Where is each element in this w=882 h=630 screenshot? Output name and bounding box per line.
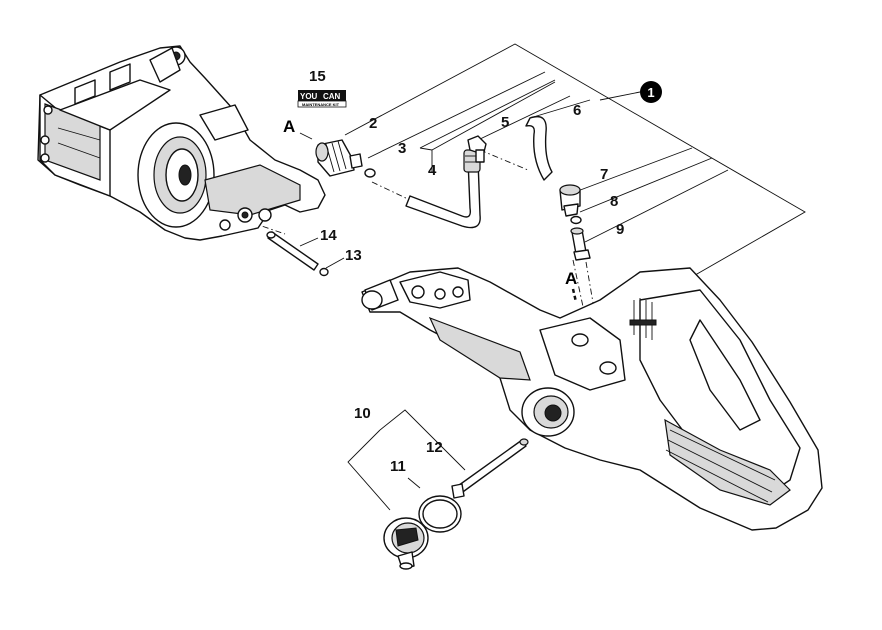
part-fuel-filter: [299, 132, 363, 177]
main-housing: [361, 267, 823, 531]
part-number-6: 6: [573, 102, 581, 119]
part-fuel-line: [405, 149, 481, 229]
part-oil-cap: [383, 517, 429, 570]
part-o-ring-3: [364, 168, 376, 178]
reference-markers: A A: [283, 117, 577, 303]
leader-lines: [299, 43, 806, 511]
part-pin: [266, 231, 319, 271]
part-oil-hose: [525, 115, 553, 181]
part-oil-pickup: [559, 184, 581, 217]
part-number-8: 8: [610, 193, 618, 210]
part-bushing: [570, 227, 591, 261]
part-number-9: 9: [616, 221, 624, 238]
part-o-ring-8: [570, 215, 582, 225]
kit-badge-bottom: CAN: [323, 92, 341, 101]
part-o-ring-11-inner: [422, 499, 458, 529]
part-number-10: 10: [354, 405, 371, 422]
part-number-labels: 15 2 3 4 5 6 7 8 9 14 13 10 12 11: [309, 68, 624, 475]
part-number-2: 2: [369, 115, 377, 132]
part-number-14: 14: [320, 227, 337, 244]
part-adjusting-screw: [451, 438, 529, 499]
part-o-ring-13: [319, 267, 329, 277]
callout-marker-1: 1: [640, 81, 662, 103]
part-number-7: 7: [600, 166, 608, 183]
crankcase-housing: [37, 45, 326, 241]
part-number-5: 5: [501, 114, 509, 131]
part-number-15: 15: [309, 68, 326, 85]
part-number-13: 13: [345, 247, 362, 264]
maintenance-kit-badge: YOU CAN MAINTENANCE KIT: [297, 90, 347, 108]
part-elbow-fitting: [467, 135, 487, 163]
part-number-11: 11: [390, 458, 406, 475]
part-number-3: 3: [398, 140, 406, 157]
part-number-12: 12: [426, 439, 443, 456]
kit-badge-subtitle: MAINTENANCE KIT: [302, 102, 340, 107]
kit-badge-top: YOU: [300, 92, 318, 101]
svg-text:1: 1: [647, 85, 654, 100]
wiring-bundle: [629, 298, 657, 340]
reference-letter-a-bottom: A: [565, 269, 577, 288]
part-number-4: 4: [428, 162, 437, 179]
reference-letter-a-top: A: [283, 117, 295, 136]
